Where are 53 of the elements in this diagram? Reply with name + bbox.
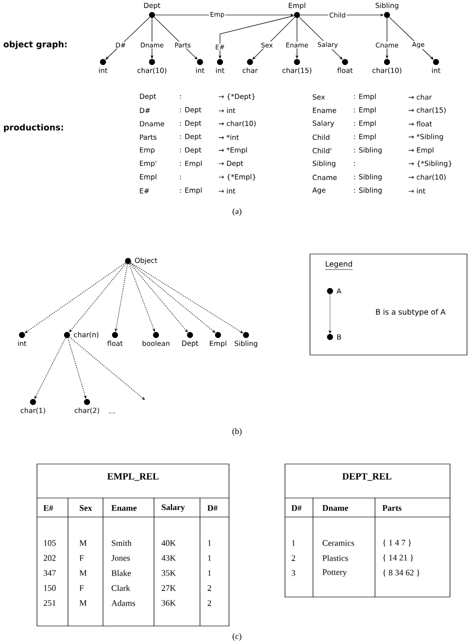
arrow — [130, 263, 188, 332]
table-entry: M — [80, 570, 87, 576]
table-entry: Blake — [112, 570, 131, 576]
table-entry: Plastics — [322, 555, 348, 561]
table-entry: 1 — [208, 540, 212, 546]
table-entry: Adams — [111, 600, 136, 606]
table-entry: 2 — [208, 585, 212, 591]
table-entry: Clark — [112, 585, 130, 591]
table-entry: 2 — [208, 600, 212, 606]
column-header: E# — [43, 505, 54, 511]
table-entry: 251 — [44, 600, 56, 606]
section-label: productions: — [4, 124, 63, 132]
table-entry: 43K — [161, 555, 176, 561]
column-header: Salary — [162, 504, 185, 512]
table-entry: { 8 34 62 } — [383, 570, 420, 577]
table-entry: 150 — [44, 585, 56, 591]
column-header: D# — [207, 505, 218, 511]
panel-caption: (c) — [232, 633, 242, 641]
table-entry: Smith — [112, 540, 132, 546]
table-entry: { 14 21 } — [383, 554, 414, 562]
table-entry: F — [80, 555, 84, 561]
table-entry: 1 — [292, 540, 296, 546]
table-entry: 36K — [162, 600, 176, 606]
table-entry: { 1 4 7 } — [383, 540, 411, 547]
section-label: object graph: — [4, 40, 67, 50]
table-entry: 40K — [161, 540, 176, 546]
column-header: Ename — [111, 505, 137, 511]
table-entry: 1 — [208, 570, 212, 576]
table-title: DEPT_REL — [342, 473, 392, 481]
panel-caption: (b) — [232, 428, 242, 436]
table-entry: Pottery — [322, 569, 347, 577]
arrow — [130, 262, 216, 333]
table-entry: 347 — [44, 570, 56, 576]
panel-caption: (a) — [232, 208, 242, 216]
table-entry: M — [80, 540, 87, 546]
table-entry: Jones — [111, 555, 130, 561]
table-entry: 3 — [292, 570, 296, 576]
table-entry: 35K — [162, 570, 176, 576]
column-header: Sex — [80, 505, 92, 511]
column-header: Parts — [382, 505, 402, 511]
table-entry: 27K — [162, 585, 176, 591]
table-entry: 202 — [44, 555, 56, 561]
arrow — [69, 336, 145, 400]
arrow — [69, 263, 126, 332]
table-entry: Ceramics — [322, 540, 354, 546]
table-entry: 2 — [292, 555, 296, 561]
table-entry: F — [80, 585, 84, 591]
table-entry: M — [80, 600, 87, 606]
table-title: EMPL_REL — [107, 473, 158, 481]
column-header: D# — [291, 505, 302, 511]
column-header: Dname — [322, 505, 348, 511]
table-entry: 1 — [208, 555, 212, 561]
table-entry: 105 — [44, 540, 56, 546]
